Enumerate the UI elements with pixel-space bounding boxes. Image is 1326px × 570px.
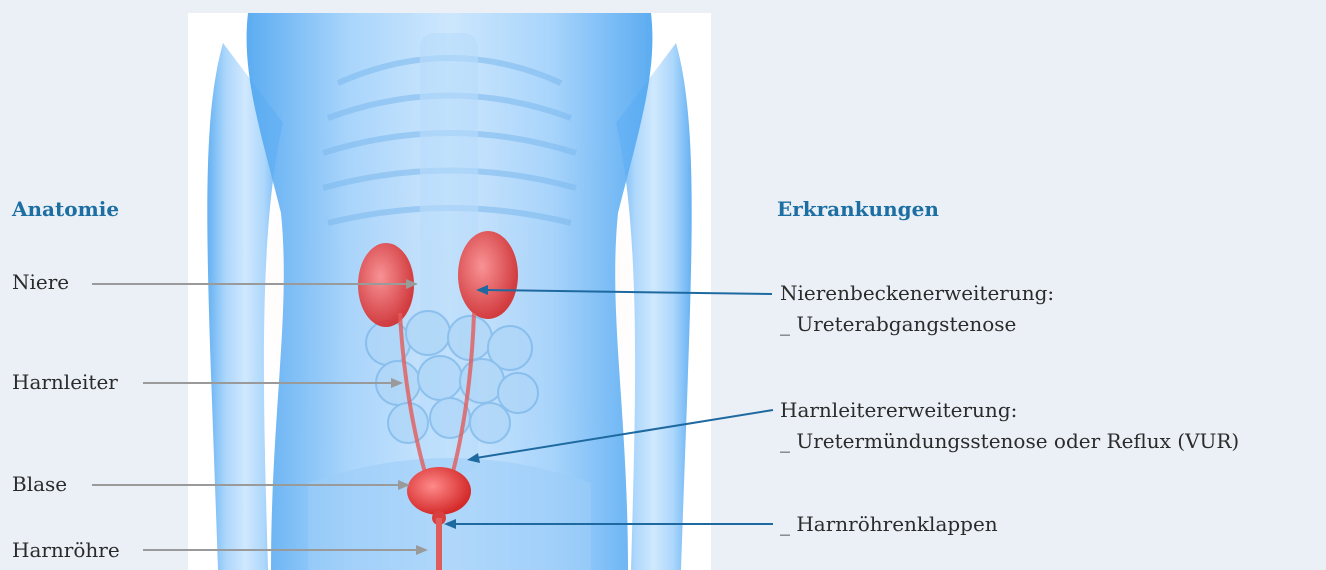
line-harnleitererweiterung <box>476 410 773 458</box>
anatomy-heading: Anatomie <box>12 197 119 221</box>
label-harnroehre: Harnröhre <box>12 536 120 564</box>
label-niere: Niere <box>12 268 69 296</box>
disease-harnleiter-title: Harnleitererweiterung: <box>780 396 1017 424</box>
line-nierenbecken <box>486 290 772 294</box>
label-harnleiter: Harnleiter <box>12 368 118 396</box>
label-blase: Blase <box>12 470 67 498</box>
disease-nierenbecken-detail: _ Ureterabgangstenose <box>780 310 1016 338</box>
diseases-heading: Erkrankungen <box>777 197 939 221</box>
disease-harnroehrenklappen: _ Harnröhrenklappen <box>780 510 998 538</box>
disease-harnleiter-detail: _ Uretermündungsstenose oder Reflux (VUR… <box>780 427 1239 455</box>
disease-nierenbecken-title: Nierenbeckenerweiterung: <box>780 279 1054 307</box>
